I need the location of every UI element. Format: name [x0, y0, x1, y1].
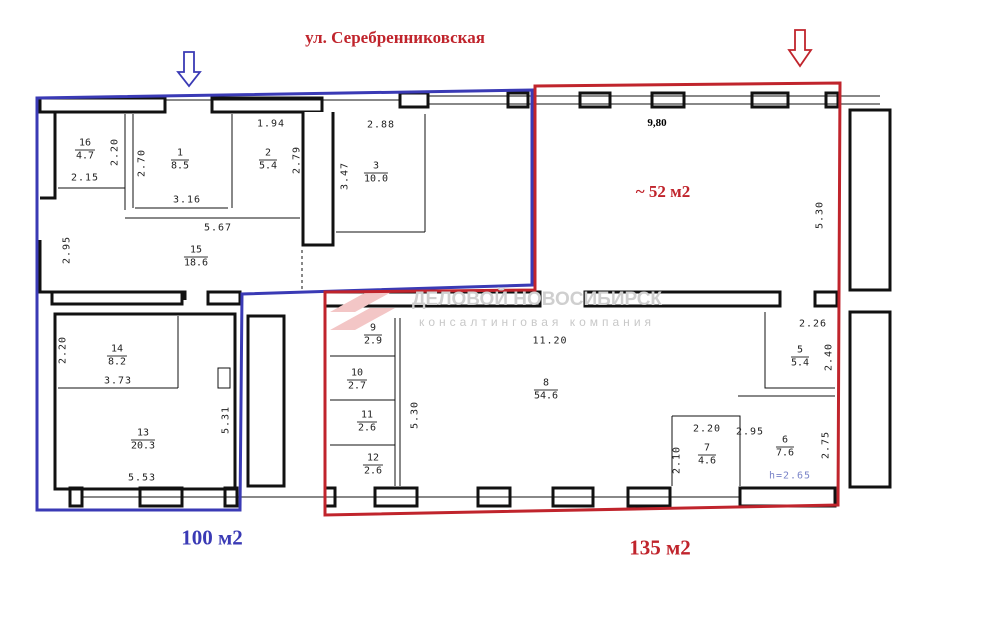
dimension: 1.94 [256, 118, 286, 130]
dimension: 11.20 [532, 335, 568, 347]
right-area-outline [323, 81, 842, 517]
top-right-area-label: ~ 52 м2 [635, 182, 691, 201]
dimension: 3.47 [339, 161, 351, 191]
watermark-subtitle: консалтинговая компания [418, 315, 656, 329]
entrance-arrow-blue-icon [176, 51, 202, 88]
dimension: 5.31 [220, 405, 232, 435]
height-note: h=2.65 [768, 470, 812, 482]
dimension: 2.40 [823, 342, 835, 372]
dimension: 2.26 [798, 318, 828, 330]
dimension: 2.88 [366, 119, 396, 131]
dimension: 3.73 [103, 375, 133, 387]
width-label: 9,80 [647, 117, 667, 129]
dimension: 2.15 [70, 172, 100, 184]
street-label: ул. Серебренниковская [305, 28, 485, 47]
dimension: 5.30 [814, 200, 826, 230]
entrance-arrow-red-icon [787, 29, 813, 68]
dimension: 3.16 [172, 194, 202, 206]
dimension: 2.95 [735, 426, 765, 438]
dimension: 5.53 [127, 472, 157, 484]
dimension: 2.79 [291, 145, 303, 175]
dimension: 2.20 [57, 335, 69, 365]
dimension: 2.20 [692, 423, 722, 435]
watermark-title: ДЕЛОВОЙ НОВОСИБИРСК [411, 289, 663, 310]
left-area-outline [35, 88, 534, 512]
dimension: 5.30 [409, 400, 421, 430]
dimension: 2.75 [820, 430, 832, 460]
left-area-label: 100 м2 [181, 525, 243, 550]
dimension: 2.20 [109, 137, 121, 167]
dimension: 5.67 [203, 222, 233, 234]
right-area-label: 135 м2 [629, 535, 691, 560]
dimension: 2.10 [671, 445, 683, 475]
dimension: 2.95 [61, 235, 73, 265]
dimension: 2.70 [136, 148, 148, 178]
watermark-logo [330, 290, 395, 330]
